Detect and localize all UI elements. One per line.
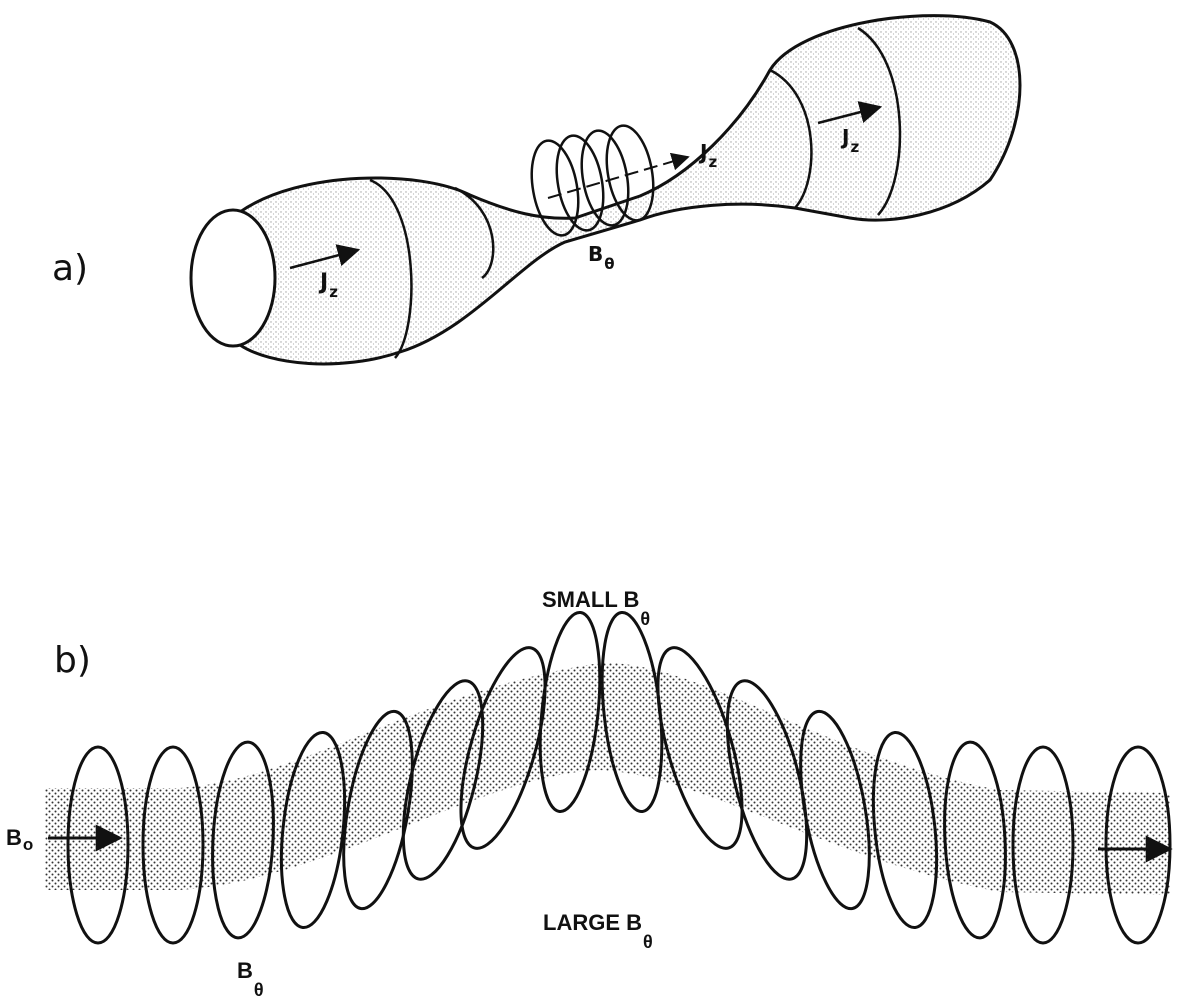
current-density-label-mid: Jz [700,140,717,164]
panel-a-label: a) [52,248,88,289]
azimuthal-field-label-a: Bθ [588,242,615,266]
axial-field-label: Bo [6,825,33,851]
field-loop-group [68,610,1170,943]
small-field-label: SMALL Bθ [542,587,650,613]
current-density-label-right: Jz [842,125,859,149]
large-field-label: LARGE Bθ [543,910,653,936]
plasma-end-cap [191,210,275,346]
current-density-label-left: Jz [320,270,338,295]
azimuthal-field-label-b: Bθ [237,958,264,984]
sausage-plasma-column [191,16,1020,364]
panel-b-label: b) [54,640,91,681]
plasma-body-shading [240,16,1020,364]
